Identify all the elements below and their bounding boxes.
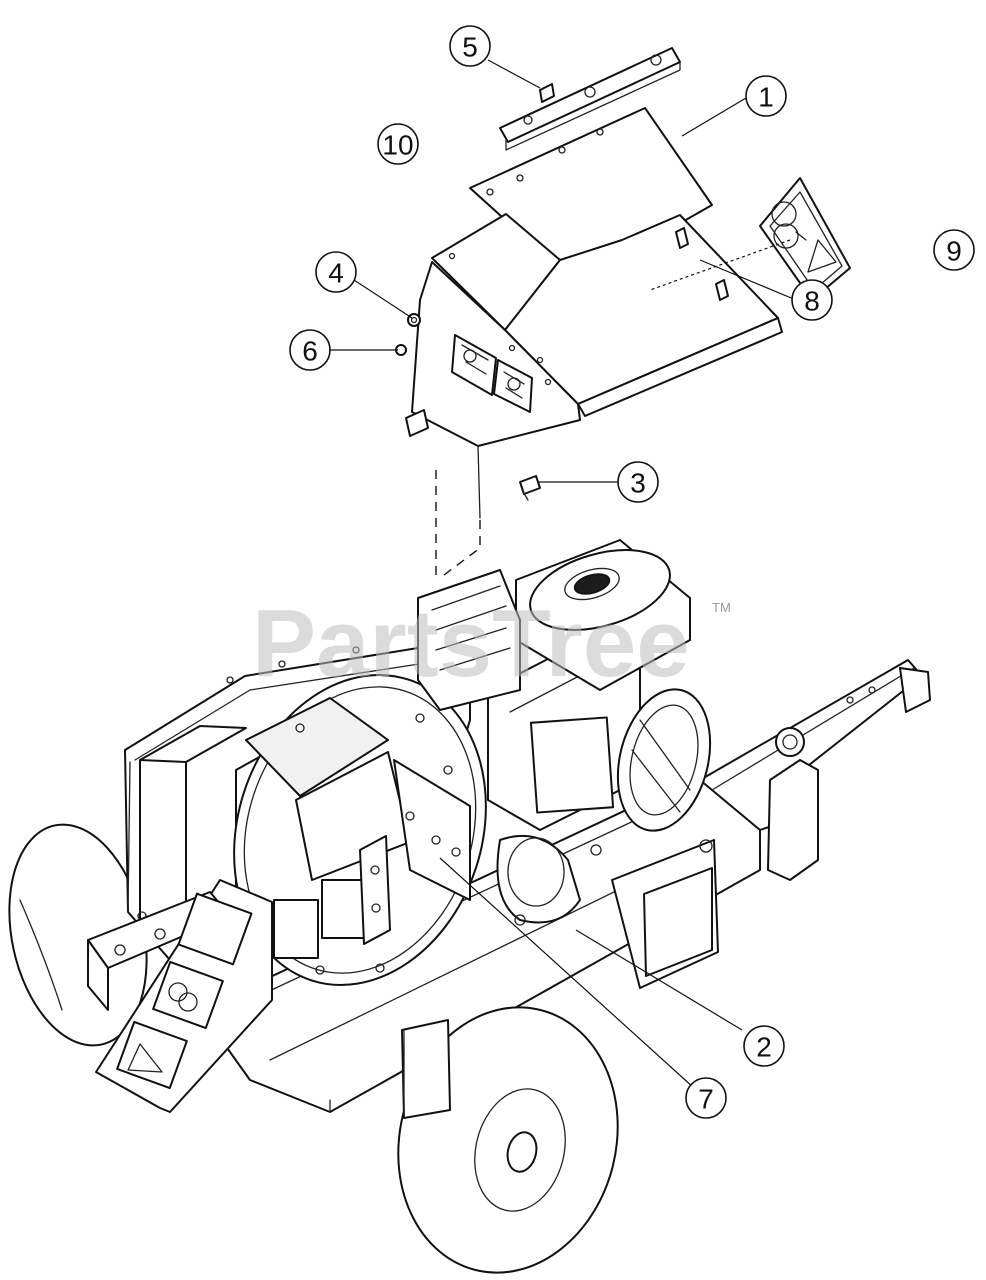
flywheel-cover bbox=[233, 674, 487, 986]
callout-1: 1 bbox=[745, 75, 787, 117]
svg-text:3: 3 bbox=[630, 468, 646, 499]
decal-part-9 bbox=[759, 177, 851, 301]
leader-line-1 bbox=[681, 97, 747, 137]
svg-text:4: 4 bbox=[328, 258, 344, 289]
callout-10: 10 bbox=[377, 123, 419, 165]
engine bbox=[417, 539, 712, 926]
callout-4: 4 bbox=[315, 251, 357, 293]
leader-line-9 bbox=[649, 239, 791, 291]
svg-text:10: 10 bbox=[382, 130, 413, 161]
assembly-dashline-right bbox=[439, 520, 481, 579]
leader-line-5 bbox=[487, 59, 541, 89]
callout-9: 9 bbox=[933, 229, 975, 271]
callout-5: 5 bbox=[449, 25, 491, 67]
discharge-plate-part-7 bbox=[359, 759, 471, 945]
callout-7: 7 bbox=[685, 1077, 727, 1119]
svg-text:9: 9 bbox=[946, 236, 962, 267]
svg-text:7: 7 bbox=[698, 1084, 714, 1115]
svg-text:5: 5 bbox=[462, 32, 478, 63]
callout-3: 3 bbox=[617, 461, 659, 503]
frame-rail bbox=[199, 779, 761, 1113]
callout-8: 8 bbox=[791, 279, 833, 321]
leader-lines bbox=[326, 59, 797, 1089]
watermark-text: PartsTree bbox=[252, 590, 690, 697]
front-wheel-right bbox=[397, 1006, 619, 1274]
callout-6: 6 bbox=[289, 329, 331, 371]
callout-2: 2 bbox=[743, 1025, 785, 1067]
feed-hopper bbox=[87, 879, 273, 1113]
svg-text:1: 1 bbox=[758, 82, 774, 113]
watermark-trademark: TM bbox=[712, 600, 731, 615]
mounting-bracket-part-5 bbox=[499, 47, 681, 151]
svg-text:8: 8 bbox=[804, 286, 820, 317]
chute-housing-part-8 bbox=[405, 213, 783, 519]
tow-bar bbox=[699, 659, 931, 881]
leader-line-2 bbox=[575, 929, 743, 1031]
partstree-watermark: PartsTree TM bbox=[252, 590, 731, 697]
svg-text:2: 2 bbox=[756, 1032, 772, 1063]
leader-line-4 bbox=[353, 279, 413, 319]
svg-text:6: 6 bbox=[302, 336, 318, 367]
leader-line-7 bbox=[439, 857, 695, 1089]
